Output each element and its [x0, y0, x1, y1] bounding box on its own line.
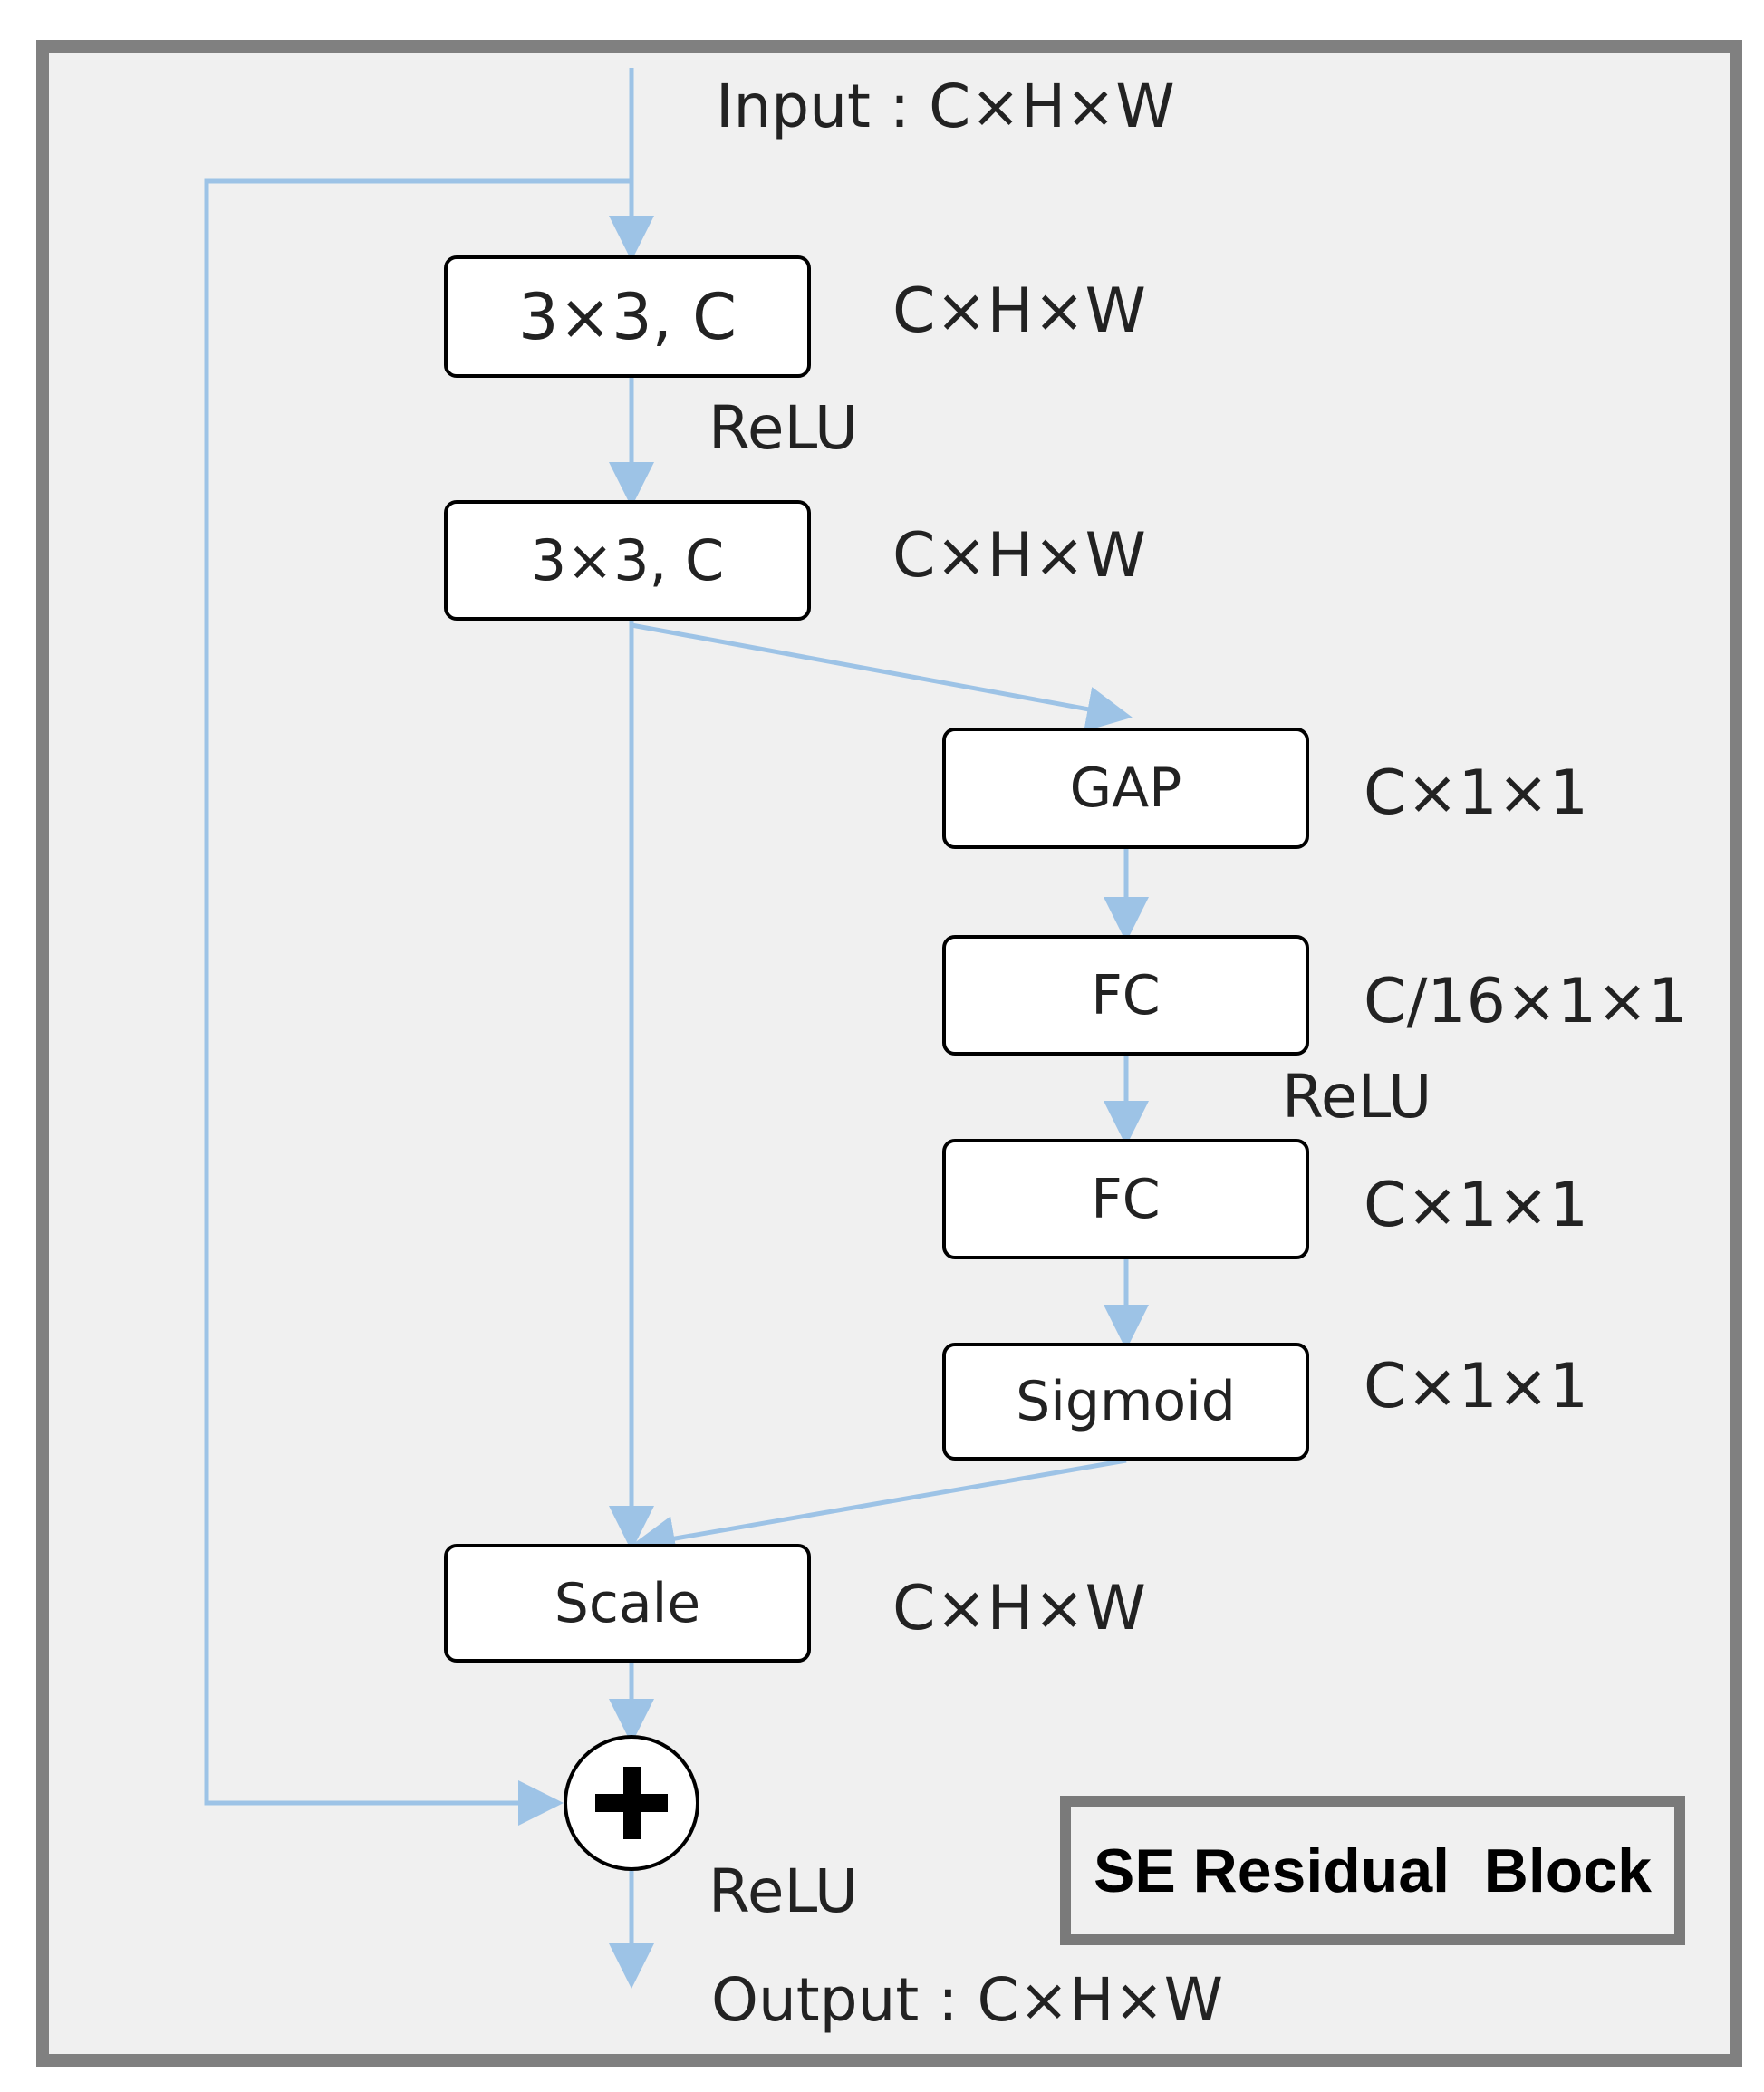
sigmoid-box: Sigmoid — [942, 1343, 1309, 1461]
fc2-label: FC — [1091, 1167, 1161, 1231]
plus-circle-icon — [564, 1735, 699, 1871]
fc2-box: FC — [942, 1139, 1309, 1259]
sigmoid-label: Sigmoid — [1016, 1370, 1236, 1433]
scale-label: Scale — [554, 1571, 701, 1635]
input-label: Input : C×H×W — [716, 72, 1175, 141]
relu-after-add: ReLU — [708, 1856, 859, 1926]
scale-box: Scale — [444, 1544, 811, 1663]
gap-box: GAP — [942, 728, 1309, 849]
sigmoid-dim: C×1×1 — [1364, 1351, 1588, 1422]
fc2-dim: C×1×1 — [1364, 1170, 1588, 1241]
fc1-box: FC — [942, 935, 1309, 1056]
conv1-dim: C×H×W — [892, 275, 1146, 347]
arrow-conv2-to-gap — [631, 622, 1133, 732]
arrow-skip-connection — [204, 178, 631, 1826]
fc1-dim: C/16×1×1 — [1364, 966, 1688, 1037]
relu-after-fc1: ReLU — [1282, 1062, 1432, 1132]
relu-after-conv1: ReLU — [708, 393, 859, 463]
conv2-box: 3×3, C — [444, 500, 811, 621]
conv2-dim: C×H×W — [892, 520, 1146, 592]
legend-title: SE Residual Block — [1094, 1836, 1652, 1905]
legend-box: SE Residual Block — [1060, 1796, 1685, 1945]
output-label: Output : C×H×W — [711, 1965, 1224, 2035]
scale-dim: C×H×W — [892, 1573, 1146, 1644]
fc1-label: FC — [1091, 963, 1161, 1027]
diagram-frame — [36, 40, 1742, 2067]
gap-dim: C×1×1 — [1364, 757, 1588, 829]
conv1-box: 3×3, C — [444, 255, 811, 378]
gap-label: GAP — [1069, 757, 1182, 820]
conv2-label: 3×3, C — [530, 527, 725, 593]
conv1-label: 3×3, C — [517, 279, 737, 354]
arrow-sigmoid-to-scale — [630, 1458, 1127, 1561]
